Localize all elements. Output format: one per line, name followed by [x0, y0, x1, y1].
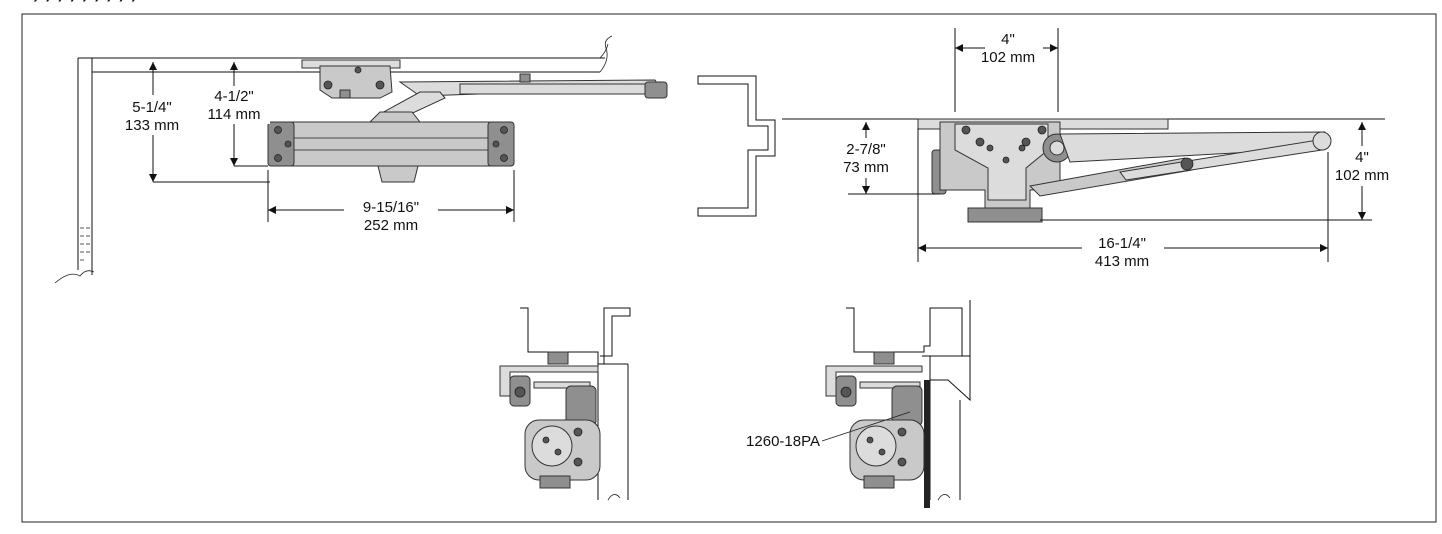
- c-channel-frame-profile: [697, 75, 776, 217]
- dim-depth-metric: 73 mm: [843, 159, 889, 176]
- dim-bracket-width-metric: 102 mm: [981, 49, 1035, 66]
- top-left-view: 5-1/4" 133 mm 4-1/2" 114 mm 9-15/16" 252…: [54, 35, 668, 284]
- channel-frame-b: [846, 300, 971, 357]
- dim-outer-height-metric: 133 mm: [125, 117, 179, 134]
- dim-length-imperial: 16-1/4": [1098, 235, 1146, 252]
- clipped-heading: ... , , , , , , , , ,: [8, 0, 136, 3]
- door-grain-marks: [80, 227, 90, 261]
- door-break-line: [54, 270, 95, 284]
- dim-depth-imperial: 2-7/8": [846, 141, 886, 158]
- closer-body: [267, 121, 515, 167]
- dim-inner-height-metric: 114 mm: [207, 106, 260, 123]
- bottom-left-end-view: [499, 307, 631, 501]
- door-edge-a: [597, 363, 629, 500]
- channel-frame-a: [520, 307, 631, 365]
- dim-width-metric: 252 mm: [364, 217, 418, 234]
- dim-arm-height-metric: 102 mm: [1335, 167, 1389, 184]
- header-break-line: [599, 35, 613, 73]
- part-callout-label: 1260-18PA: [746, 433, 820, 450]
- dim-width-imperial: 9-15/16": [363, 199, 419, 216]
- frame-header-outline: [77, 57, 605, 275]
- diagram-frame: [21, 13, 1437, 523]
- top-right-view: 4" 102 mm 2-7/8" 73 mm 4" 102 mm 16-1/4"…: [782, 28, 1394, 272]
- parallel-arm-plate: [924, 380, 930, 508]
- callout-leader: [821, 411, 911, 442]
- end-cap-left: [267, 121, 295, 167]
- arm-shoe: [319, 65, 393, 99]
- bottom-right-end-view: 1260-18PA: [746, 300, 971, 508]
- dim-length-metric: 413 mm: [1095, 253, 1149, 270]
- pinion-bottom: [377, 165, 419, 183]
- dim-outer-height-imperial: 5-1/4": [132, 99, 172, 116]
- dim-inner-height-imperial: 4-1/2": [214, 88, 254, 105]
- dim-bracket-width-imperial: 4": [1001, 31, 1015, 48]
- arm-end-roller: [1312, 131, 1332, 151]
- dim-arm-height-imperial: 4": [1355, 149, 1369, 166]
- end-cap-right: [487, 121, 515, 167]
